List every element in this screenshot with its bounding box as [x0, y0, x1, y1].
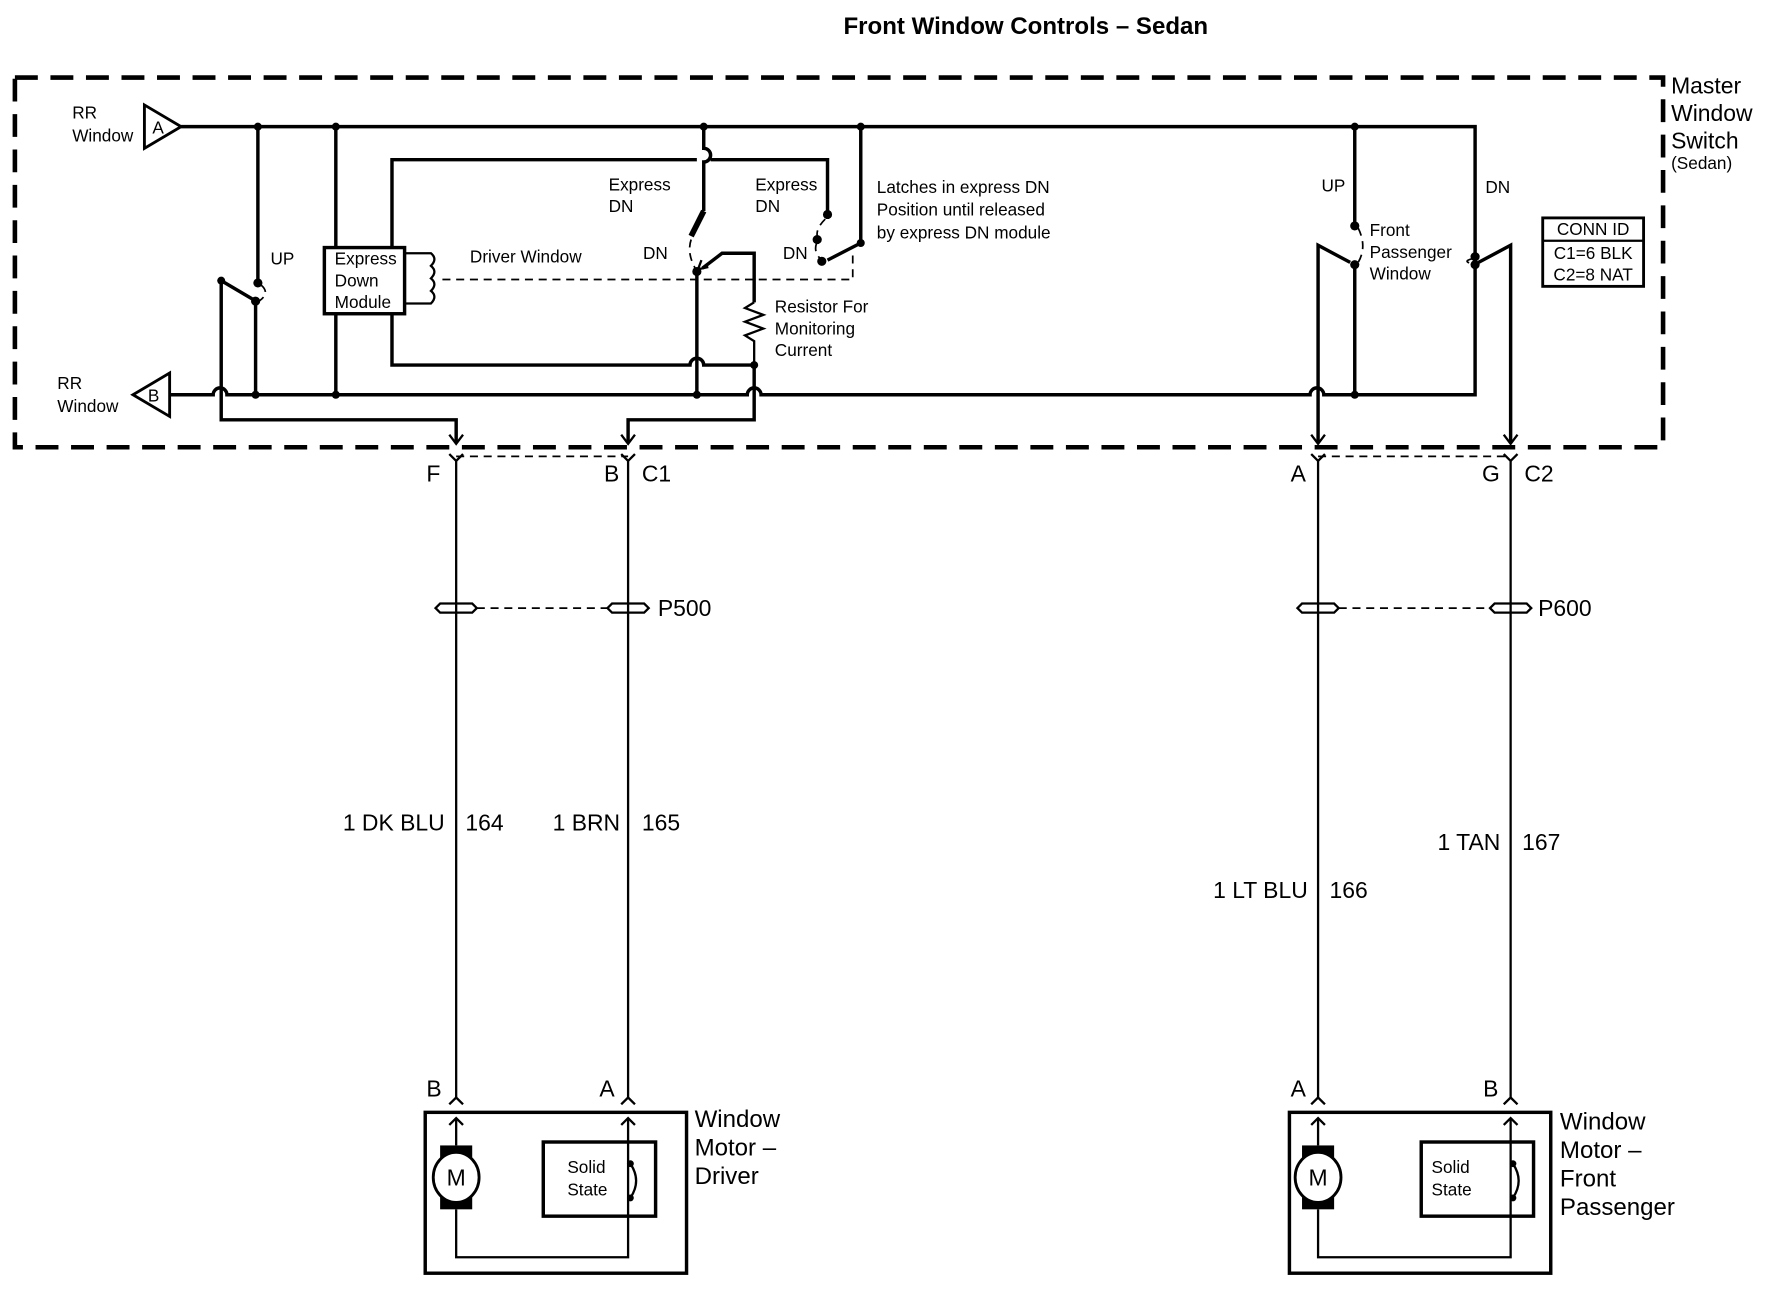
passenger-dn-label: DN	[1485, 177, 1510, 197]
driver-motor-pin-b: B	[426, 1075, 441, 1101]
passenger-window-label-1: Front	[1370, 220, 1410, 240]
driver-solid-state-2: State	[567, 1180, 607, 1200]
rr-window-input-b: RR Window B	[57, 370, 172, 419]
master-switch-name-1: Master	[1671, 73, 1741, 99]
inline-connector-icon	[1295, 602, 1533, 614]
front-passenger-switch: UP DN Front Passenger Window	[1310, 176, 1519, 446]
p500-label: P500	[658, 595, 712, 621]
connector-triangle-icon	[142, 102, 184, 151]
c1-label: C1	[642, 460, 671, 486]
express-dn-2-label-1: Express	[755, 175, 817, 195]
dn-label-2: DN	[783, 243, 808, 263]
module-label-3: Module	[335, 292, 391, 312]
p600-label: P600	[1538, 595, 1592, 621]
passenger-motor-name-2: Motor –	[1560, 1137, 1642, 1164]
resistor-icon	[741, 301, 767, 366]
master-switch-boundary	[12, 75, 1666, 450]
conn-id-header: CONN ID	[1557, 219, 1630, 239]
master-switch-name-2: Window	[1671, 100, 1753, 126]
resistor-label-2: Monitoring	[775, 318, 855, 338]
c2-pin-a: A	[1291, 460, 1307, 486]
module-label-2: Down	[335, 270, 379, 290]
passenger-motor-symbol: M	[1309, 1164, 1328, 1190]
wire-164-color: 1 DK BLU	[343, 810, 445, 836]
passenger-motor-name-3: Front	[1560, 1166, 1616, 1193]
passenger-window-label-3: Window	[1370, 264, 1432, 284]
master-switch-label: Master Window Switch (Sedan)	[1671, 73, 1753, 173]
junction-dots	[251, 122, 1359, 399]
master-switch-variant: (Sedan)	[1671, 153, 1732, 173]
driver-motor-name-2: Motor –	[695, 1135, 777, 1162]
c2-label: C2	[1524, 460, 1553, 486]
passenger-motor-pin-a: A	[1291, 1075, 1307, 1101]
driver-motor-pin-a: A	[599, 1075, 615, 1101]
passenger-motor-pin-b: B	[1483, 1075, 1498, 1101]
c1-pin-b: B	[604, 460, 619, 486]
conn-id-row-2: C2=8 NAT	[1553, 265, 1633, 285]
wire-165-circuit: 165	[642, 810, 680, 836]
rr-window-up-switch: UP	[217, 249, 464, 446]
driver-motor-symbol: M	[447, 1164, 466, 1190]
wire-167-color: 1 TAN	[1437, 829, 1500, 855]
input-b-label-1: RR	[57, 373, 82, 393]
input-a-id: A	[152, 118, 164, 138]
express-dn-1-label-1: Express	[609, 175, 671, 195]
dn-label-1: DN	[643, 243, 668, 263]
driver-solid-state-1: Solid	[567, 1157, 605, 1177]
input-a-label-1: RR	[72, 103, 97, 123]
passenger-motor-name-1: Window	[1560, 1109, 1646, 1136]
express-dn-2-label-2: DN	[755, 196, 780, 216]
passenger-solid-state-1: Solid	[1432, 1157, 1470, 1177]
express-dn-switch-1: Express DN DN Resistor For Monitoring Cu…	[609, 175, 869, 446]
motor-icon	[1293, 1150, 1343, 1204]
wire-167-circuit: 167	[1522, 829, 1560, 855]
passenger-up-label: UP	[1322, 176, 1346, 196]
resistor-label-3: Current	[775, 340, 833, 360]
diagram-title: Front Window Controls – Sedan	[843, 13, 1208, 40]
rr-up-label: UP	[270, 249, 294, 269]
window-motor-driver: B A M Solid State Window Motor – Driver	[423, 1075, 781, 1275]
passenger-window-label-2: Passenger	[1370, 242, 1452, 262]
inline-connector-p600: P600	[1295, 595, 1592, 621]
module-label-1: Express	[335, 249, 397, 269]
harness-wires	[455, 460, 1512, 1098]
express-dn-switch-2: Express DN DN Latches in express DN Posi…	[755, 175, 1051, 266]
window-motor-front-passenger: A B M Solid State Window Motor – Front P…	[1287, 1075, 1675, 1275]
latch-note-2: Position until released	[877, 200, 1045, 220]
wire-labels: 1 DK BLU 164 1 BRN 165 1 LT BLU 166 1 TA…	[343, 810, 1560, 903]
wire-166-color: 1 LT BLU	[1213, 877, 1308, 903]
express-down-module: Express Down Module Driver Window	[322, 245, 854, 316]
driver-motor-name-3: Driver	[695, 1163, 759, 1190]
connector-c1: F B C1	[426, 453, 671, 486]
input-b-label-2: Window	[57, 396, 119, 416]
input-a-label-2: Window	[72, 126, 134, 146]
input-b-id: B	[148, 386, 159, 406]
inline-connector-icon	[433, 602, 651, 614]
wire-166-circuit: 166	[1330, 877, 1368, 903]
express-dn-1-label-2: DN	[609, 196, 634, 216]
inline-connector-p500: P500	[433, 595, 712, 621]
motor-icon	[431, 1150, 481, 1204]
c2-pin-g: G	[1482, 460, 1500, 486]
driver-motor-name-1: Window	[695, 1106, 781, 1133]
wire-165-color: 1 BRN	[553, 810, 620, 836]
c1-pin-f: F	[426, 460, 440, 486]
rr-window-input-a: RR Window A	[72, 102, 184, 151]
latch-note-1: Latches in express DN	[877, 177, 1050, 197]
coil-icon	[404, 252, 436, 305]
passenger-motor-name-4: Passenger	[1560, 1194, 1675, 1221]
passenger-solid-state-2: State	[1432, 1180, 1472, 1200]
master-switch-name-3: Switch	[1671, 127, 1738, 153]
wire-164-circuit: 164	[465, 810, 504, 836]
driver-window-label: Driver Window	[470, 246, 582, 266]
conn-id-row-1: C1=6 BLK	[1554, 243, 1633, 263]
latch-note-3: by express DN module	[877, 222, 1051, 242]
resistor-label-1: Resistor For	[775, 297, 869, 317]
conn-id-table: CONN ID C1=6 BLK C2=8 NAT	[1541, 216, 1646, 288]
connector-c2: A G C2	[1291, 453, 1554, 486]
